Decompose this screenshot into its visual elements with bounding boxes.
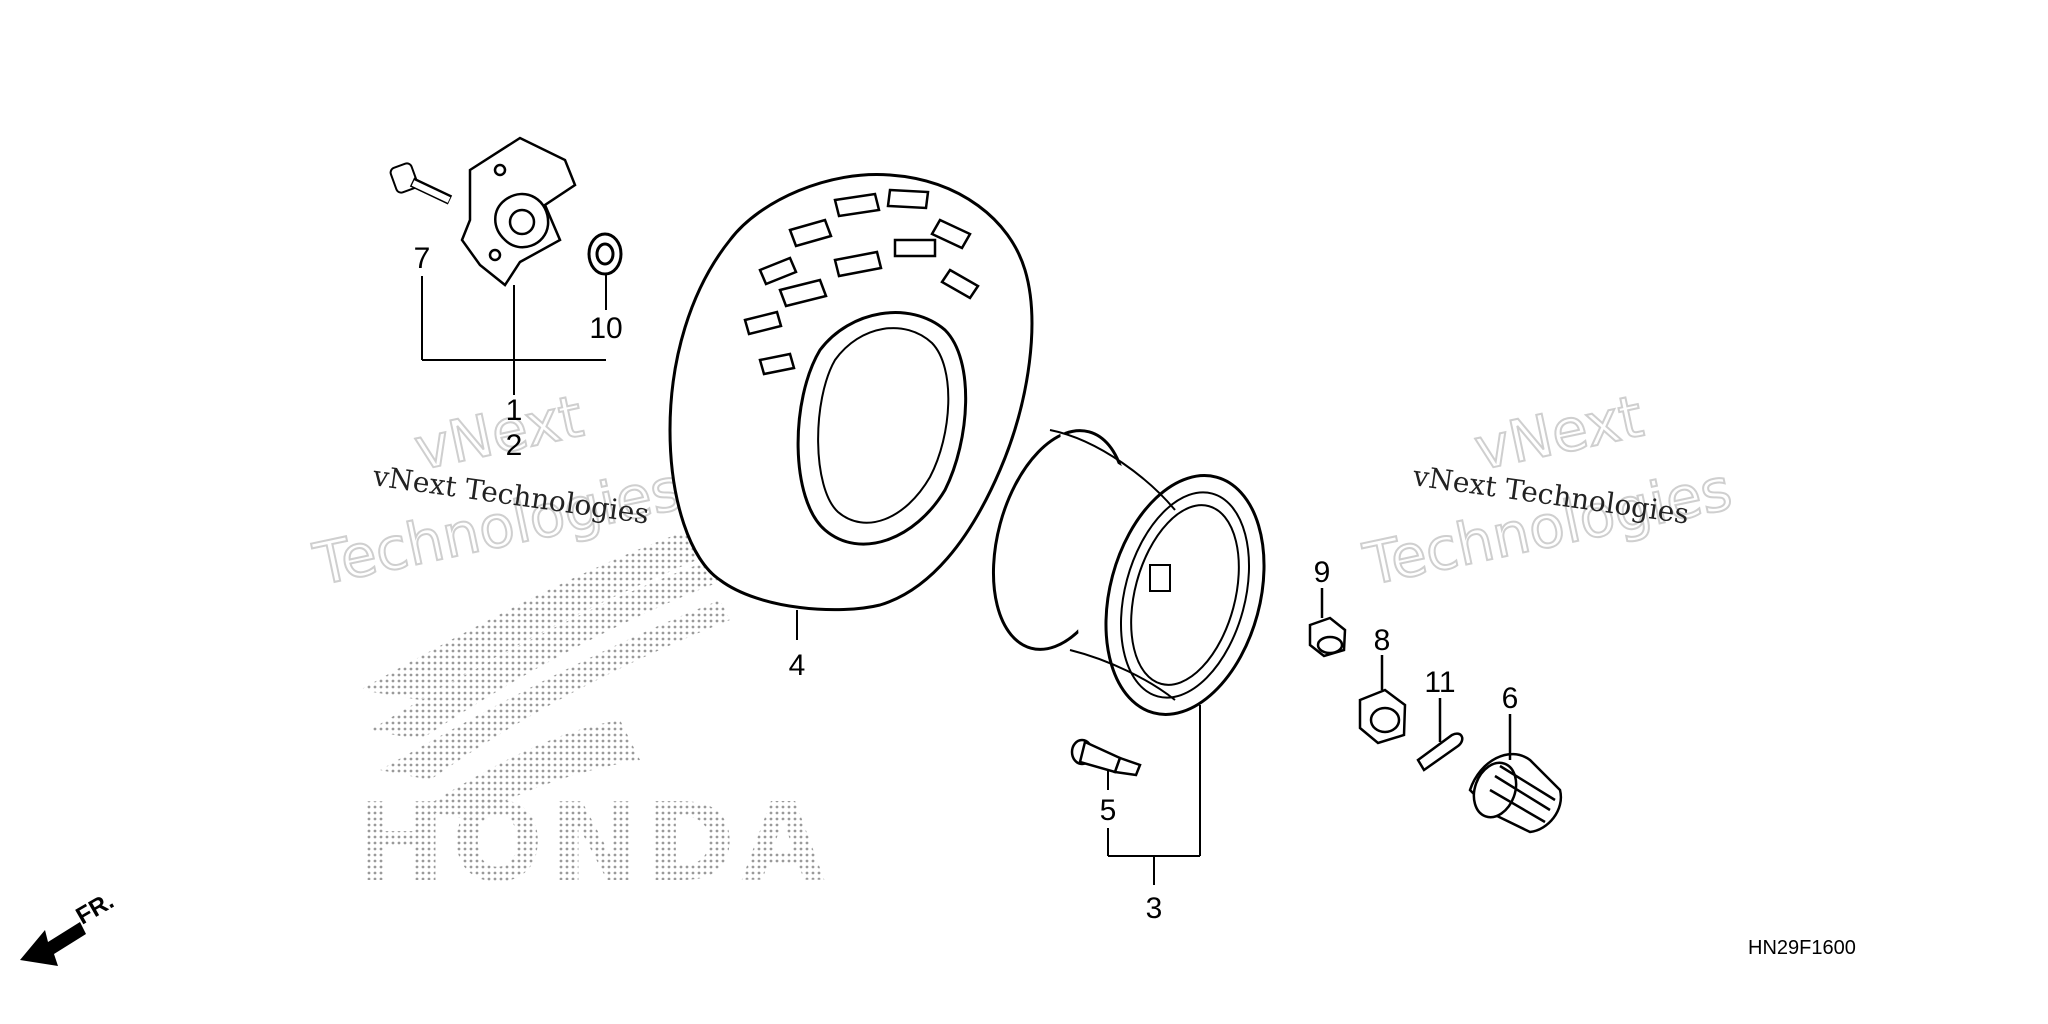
front-arrow-icon (20, 922, 86, 966)
callout-8: 8 (1374, 624, 1391, 657)
tire-part-4 (668, 172, 1034, 612)
nut-part-9 (1308, 588, 1347, 658)
honda-wing-logo: HONDA (355, 500, 831, 906)
seal-part-10 (587, 232, 623, 276)
callout-7: 7 (414, 242, 431, 275)
front-direction-indicator: FR. (20, 887, 118, 966)
cotter-pin-part-11 (1416, 698, 1464, 772)
hub-part-1-2 (460, 136, 577, 287)
callouts: 7 1 2 10 4 9 8 11 6 5 3 (414, 242, 1519, 925)
diagram-reference-code: HN29F1600 (1748, 937, 1856, 959)
leader-lines-hub (421, 275, 607, 395)
callout-3: 3 (1146, 892, 1163, 925)
callout-9: 9 (1314, 556, 1331, 589)
watermark-right: vNext Technologies vNext Technologies (1357, 381, 1739, 600)
callout-4: 4 (789, 649, 806, 682)
callout-10: 10 (589, 312, 622, 345)
callout-6: 6 (1502, 682, 1519, 715)
leader-lines-wheel (1107, 705, 1201, 885)
callout-2: 2 (506, 429, 523, 462)
valve-part-5 (1070, 738, 1142, 777)
nut-part-8 (1358, 655, 1407, 745)
watermark-vnext-right: vNext (1469, 382, 1649, 484)
honda-wordmark: HONDA (355, 781, 831, 906)
cap-part-6 (1468, 714, 1563, 834)
wheel-rim-part-3 (991, 429, 1266, 716)
callout-1: 1 (506, 394, 523, 427)
callout-5: 5 (1100, 794, 1117, 827)
callout-11: 11 (1424, 666, 1455, 699)
bolt-part-7 (389, 162, 453, 205)
